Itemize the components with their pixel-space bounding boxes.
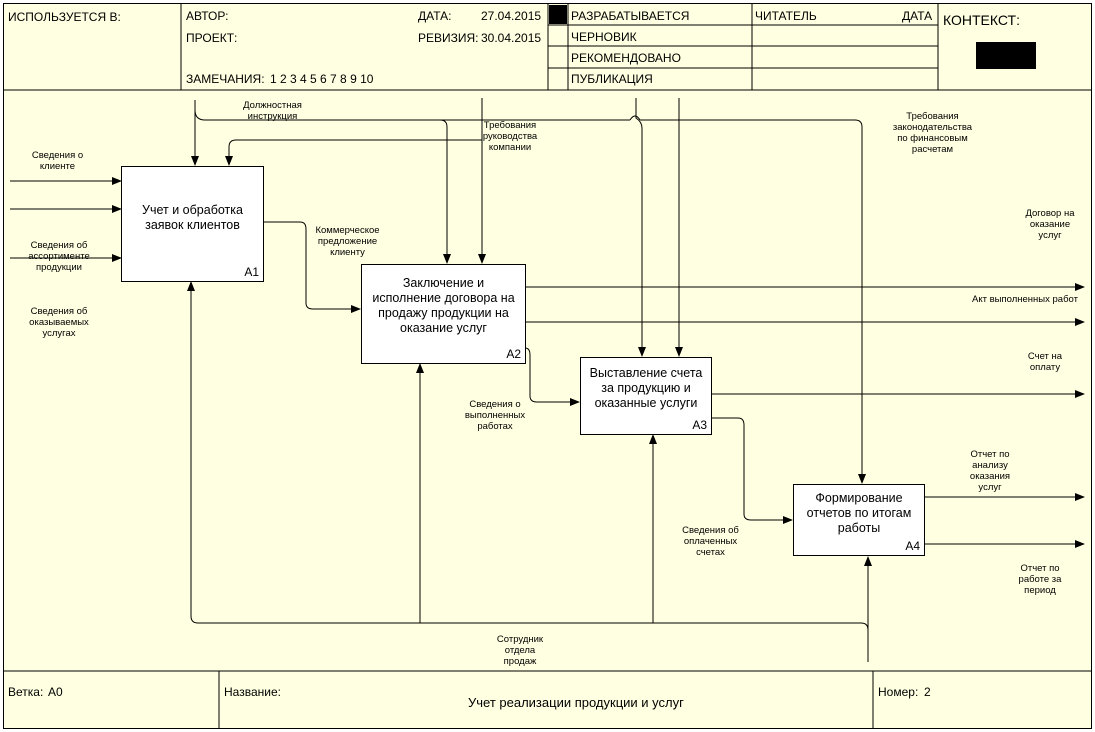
status-marker	[549, 5, 567, 24]
activity-box-a2[interactable]: Заключение и исполнение договора на прод…	[361, 264, 526, 364]
name-label: Название:	[224, 685, 281, 699]
date-label: ДАТА:	[418, 9, 452, 23]
activity-a1-title: Учет и обработка заявок клиентов	[142, 203, 243, 232]
activity-box-a3[interactable]: Выставление счета за продукцию и оказанн…	[580, 357, 712, 435]
label-job-instruction: Должностная инструкция	[243, 100, 302, 122]
status-recommended: РЕКОМЕНДОВАНО	[571, 51, 681, 65]
arrows	[10, 98, 1085, 662]
date-value: 27.04.2015	[481, 9, 542, 23]
activity-box-a4[interactable]: Формирование отчетов по итогам работы A4	[793, 484, 925, 556]
label-works-done: Сведения о выполненных работах	[464, 399, 526, 432]
label-report-period: Отчет по работе за период	[1018, 563, 1062, 596]
status-draft: ЧЕРНОВИК	[571, 30, 637, 44]
context-thumbnail	[976, 42, 1036, 69]
branch-label: Ветка:	[8, 685, 44, 699]
activity-a2-title: Заключение и исполнение договора на прод…	[372, 276, 515, 335]
label-client-info: Сведения о клиенте	[31, 150, 84, 172]
project-label: ПРОЕКТ:	[186, 31, 238, 45]
label-assortment-info: Сведения об ассортименте продукции	[28, 240, 90, 273]
number-label: Номер:	[878, 685, 919, 699]
label-contract: Договор на оказание услуг	[1025, 208, 1075, 241]
diagram-name: Учет реализации продукции и услуг	[468, 695, 684, 710]
revision-value: 30.04.2015	[481, 31, 542, 45]
used-in-label: ИСПОЛЬЗУЕТСЯ В:	[8, 10, 121, 24]
header-grid	[3, 3, 1092, 91]
label-paid-invoices: Сведения об оплаченных счетах	[682, 525, 739, 558]
author-label: АВТОР:	[186, 9, 229, 23]
label-commercial-offer: Коммерческое предложение клиенту	[315, 225, 380, 258]
reader-date-label: ДАТА	[902, 9, 933, 23]
label-act: Акт выполненных работ	[972, 294, 1078, 305]
activity-a1-number: A1	[244, 265, 259, 279]
idef0-diagram-frame	[3, 3, 1092, 729]
label-invoice: Счет на оплату	[1027, 351, 1063, 373]
status-developing: РАЗРАБАТЫВАЕТСЯ	[571, 9, 690, 23]
activity-a4-title: Формирование отчетов по итогам работы	[806, 491, 912, 535]
activity-a2-number: A2	[506, 347, 521, 361]
branch-value: A0	[48, 685, 63, 699]
label-services-info: Сведения об оказываемых услугах	[29, 306, 89, 339]
label-report-analysis: Отчет по анализу оказания услуг	[969, 449, 1011, 493]
activity-a3-number: A3	[692, 418, 707, 432]
notes-label: ЗАМЕЧАНИЯ:	[186, 72, 265, 86]
notes-numbers: 1 2 3 4 5 6 7 8 9 10	[270, 72, 374, 86]
number-value: 2	[924, 685, 931, 699]
activity-a4-number: A4	[905, 539, 920, 553]
activity-a3-title: Выставление счета за продукцию и оказанн…	[589, 366, 703, 410]
footer-grid	[3, 670, 1092, 729]
label-management-req: Требования руководства компании	[482, 120, 538, 153]
label-employee: Сотрудник отдела продаж	[496, 634, 544, 667]
activity-box-a1[interactable]: Учет и обработка заявок клиентов A1	[121, 166, 264, 282]
revision-label: РЕВИЗИЯ:	[418, 31, 479, 45]
reader-label: ЧИТАТЕЛЬ	[755, 9, 817, 23]
status-publication: ПУБЛИКАЦИЯ	[571, 72, 653, 86]
label-law-req: Требования законодательства по финансовы…	[892, 111, 973, 155]
context-label: КОНТЕКСТ:	[943, 12, 1020, 28]
